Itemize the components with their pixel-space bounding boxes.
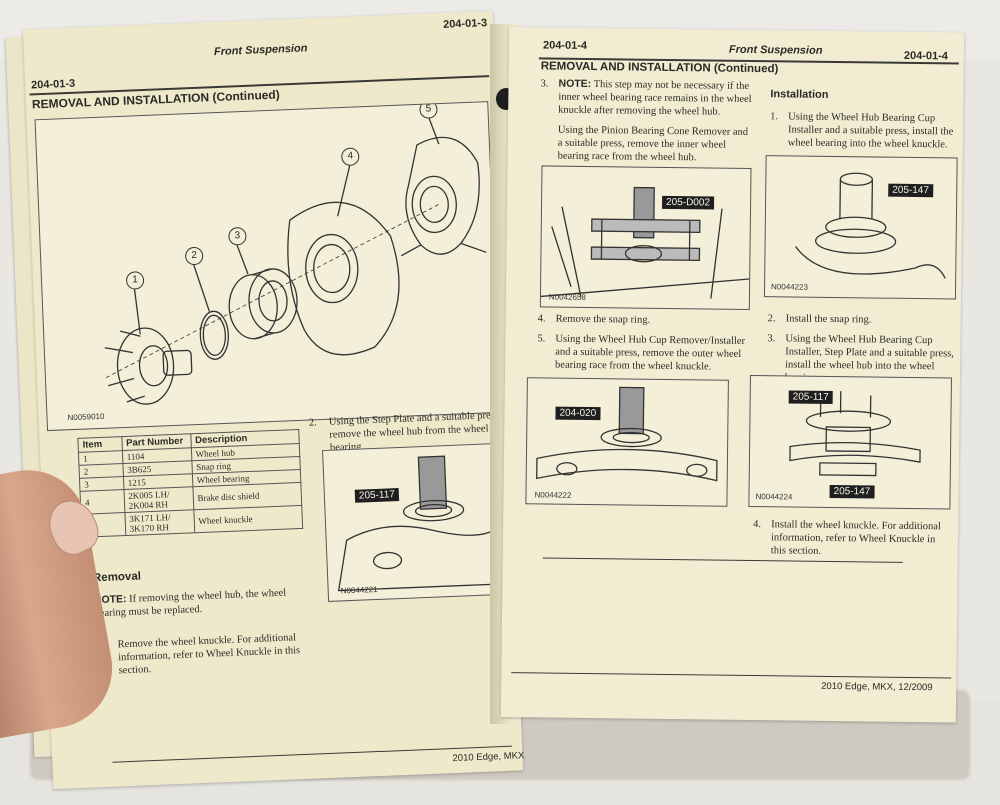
removal-heading: Removal [92, 570, 142, 585]
right-footer-rule [511, 672, 952, 679]
left-footer: 2010 Edge, MKX [452, 750, 525, 765]
pinion-bearing-figure: 205-D002 N0042658 [539, 165, 752, 310]
step-3-note-label: NOTE: [558, 77, 592, 91]
pinion-bearing-drawing [540, 186, 750, 299]
wheel-hub-press-drawing [337, 455, 508, 592]
step-4-number: 4. [537, 313, 546, 325]
hub-install-drawing [789, 391, 921, 477]
step-4-text: Remove the snap ring. [555, 313, 651, 326]
bearing-cup-installer-drawing [795, 172, 946, 279]
installation-heading: Installation [770, 88, 829, 101]
inst-2-text: Install the snap ring. [785, 313, 872, 326]
hub-cup-remover-figure: 204-020 N0044222 [525, 377, 729, 507]
bearing-cup-installer-figure: 205-147 N0044223 [763, 155, 958, 300]
figure-id: N0042658 [548, 292, 586, 302]
table-cell: 2K005 LH/ 2K004 RH [123, 486, 194, 513]
left-header-center: Front Suspension [213, 42, 308, 59]
figure-id: N0044222 [534, 490, 572, 500]
step-2-number: 2. [308, 417, 318, 429]
right-section-title: REMOVAL AND INSTALLATION (Continued) [540, 60, 779, 76]
tool-callout: 204-020 [555, 406, 601, 421]
step-5-text: Using the Wheel Hub Cup Remover/Installe… [555, 333, 746, 373]
hub-cup-remover-drawing [536, 386, 718, 482]
step-3-number: 3. [540, 78, 549, 90]
left-header-right: 204-01-3 [442, 17, 488, 31]
step-3-note: NOTE: This step may not be necessary if … [558, 78, 753, 119]
exploded-view-drawing [104, 114, 487, 405]
inst-1-number: 1. [770, 111, 779, 123]
step-5-number: 5. [537, 333, 546, 345]
left-header-left: 204-01-3 [30, 77, 76, 92]
tool-callout-top: 205-117 [788, 390, 833, 405]
inst-1-text: Using the Wheel Hub Bearing Cup Installe… [787, 111, 954, 151]
figure-id: N0044224 [755, 492, 793, 502]
right-page: 204-01-4 Front Suspension 204-01-4 REMOV… [500, 27, 965, 723]
inst-4-number: 4. [753, 519, 762, 531]
step-1-text: Remove the wheel knuckle. For additional… [117, 632, 301, 677]
figure-id: N0044223 [771, 282, 809, 292]
right-header-center: Front Suspension [728, 43, 823, 57]
figure-id: N0044221 [340, 584, 378, 596]
inst-4-text: Install the wheel knuckle. For additiona… [770, 519, 941, 557]
right-header-right: 204-01-4 [903, 49, 949, 63]
tool-callout: 205-117 [354, 488, 400, 503]
inst-2-number: 2. [767, 313, 776, 325]
right-header-left: 204-01-4 [542, 39, 588, 52]
tool-callout-bottom: 205-147 [829, 484, 875, 499]
tool-callout: 205-147 [888, 183, 934, 198]
hub-install-figure: 205-117 205-147 N0044224 [748, 374, 952, 510]
table-cell: 3K171 LH/ 3K170 RH [124, 509, 195, 536]
wheel-hub-press-figure: 205-117 N0044221 [322, 442, 511, 602]
content-end-rule [542, 557, 903, 563]
left-page: 204-01-3 Front Suspension 204-01-3 REMOV… [22, 10, 525, 790]
parts-table: Item Part Number Description 1 1104 Whee… [77, 429, 303, 538]
right-footer: 2010 Edge, MKX, 12/2009 [821, 680, 933, 694]
step-3-text: Using the Pinion Bearing Cone Remover an… [557, 124, 749, 164]
table-cell: Wheel knuckle [193, 505, 303, 533]
figure-id: N0059010 [67, 411, 105, 423]
removal-note: NOTE: If removing the wheel hub, the whe… [94, 586, 305, 620]
exploded-view-figure: 1 2 3 4 5 N0059010 [34, 101, 501, 432]
inst-3-number: 3. [767, 333, 776, 345]
tool-callout: 205-D002 [662, 195, 715, 210]
